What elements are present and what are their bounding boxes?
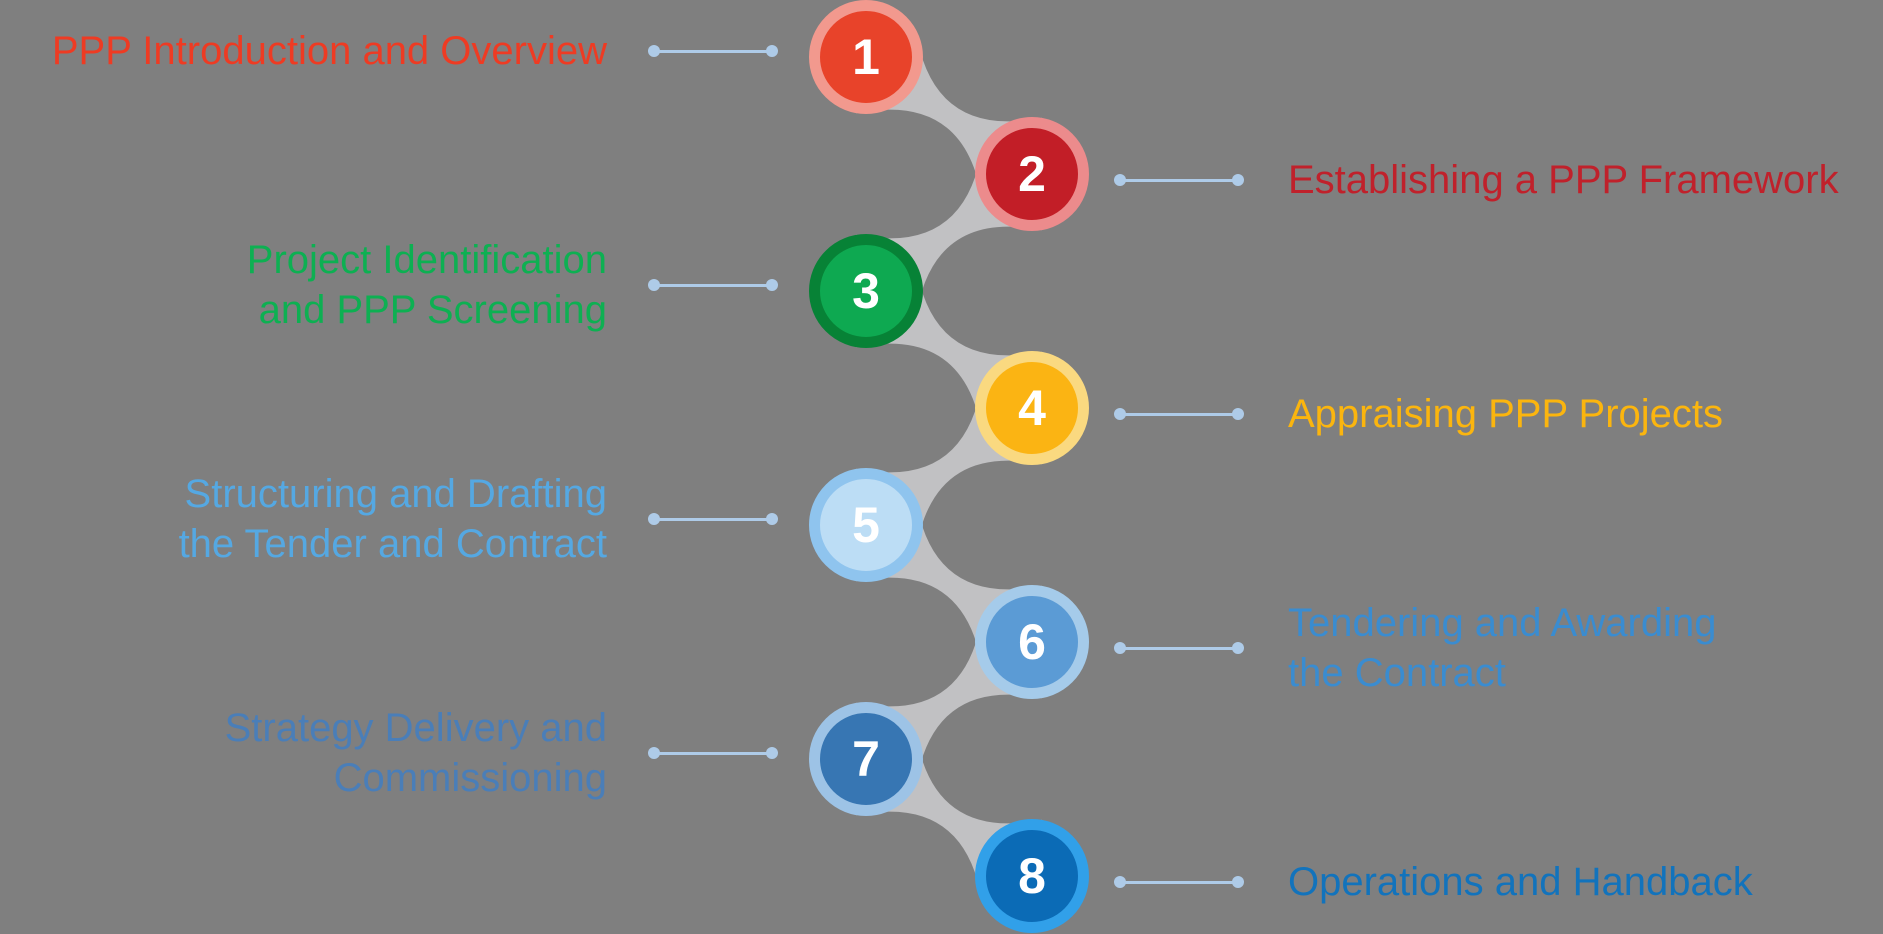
connector-line-3	[648, 279, 778, 291]
connector-rule	[1119, 880, 1239, 884]
connector-rule	[653, 283, 773, 287]
step-number-5: 5	[852, 497, 880, 553]
connector-rule	[653, 517, 773, 521]
connector-dot	[1232, 642, 1244, 654]
connector-dot	[1114, 174, 1126, 186]
connector-dot	[648, 513, 660, 525]
connector-dot	[1232, 408, 1244, 420]
step-circle-2: 2	[975, 117, 1089, 231]
connector-rule	[653, 49, 773, 53]
connector-line-8	[1114, 876, 1244, 888]
connector-dot	[766, 279, 778, 291]
step-circle-4: 4	[975, 351, 1089, 465]
step-number-1: 1	[852, 29, 880, 85]
connector-rule	[1119, 646, 1239, 650]
step-label-3: Project Identification and PPP Screening	[246, 238, 607, 332]
step-circle-1: 1	[809, 0, 923, 114]
connector-rule	[1119, 178, 1239, 182]
step-number-3: 3	[852, 263, 880, 319]
step-circle-3: 3	[809, 234, 923, 348]
connector-rule	[1119, 412, 1239, 416]
step-label-4: Appraising PPP Projects	[1288, 392, 1724, 436]
step-label-7: Strategy Delivery and Commissioning	[224, 706, 607, 800]
connector-line-5	[648, 513, 778, 525]
step-number-4: 4	[1018, 380, 1046, 436]
step-number-6: 6	[1018, 614, 1046, 670]
step-label-2: Establishing a PPP Framework	[1288, 158, 1839, 202]
connector-dot	[1114, 642, 1126, 654]
connector-line-2	[1114, 174, 1244, 186]
step-number-7: 7	[852, 731, 880, 787]
connector-dot	[766, 513, 778, 525]
connector-dot	[648, 45, 660, 57]
connector-dot	[1114, 876, 1126, 888]
step-label-6: Tendering and Awarding the Contract	[1288, 601, 1717, 695]
connector-rule	[653, 751, 773, 755]
step-circle-5: 5	[809, 468, 923, 582]
connector-dot	[766, 45, 778, 57]
connector-dot	[1232, 174, 1244, 186]
step-label-1: PPP Introduction and Overview	[51, 29, 607, 73]
connector-dot	[648, 279, 660, 291]
connector-line-4	[1114, 408, 1244, 420]
step-label-5: Structuring and Drafting the Tender and …	[178, 472, 607, 566]
step-number-8: 8	[1018, 848, 1046, 904]
connector-line-6	[1114, 642, 1244, 654]
connector-dot	[648, 747, 660, 759]
connector-dot	[766, 747, 778, 759]
step-label-8: Operations and Handback	[1288, 860, 1753, 904]
step-circle-6: 6	[975, 585, 1089, 699]
step-circle-8: 8	[975, 819, 1089, 933]
step-circle-7: 7	[809, 702, 923, 816]
connector-dot	[1232, 876, 1244, 888]
connector-dot	[1114, 408, 1126, 420]
connector-line-1	[648, 45, 778, 57]
step-number-2: 2	[1018, 146, 1046, 202]
connector-line-7	[648, 747, 778, 759]
